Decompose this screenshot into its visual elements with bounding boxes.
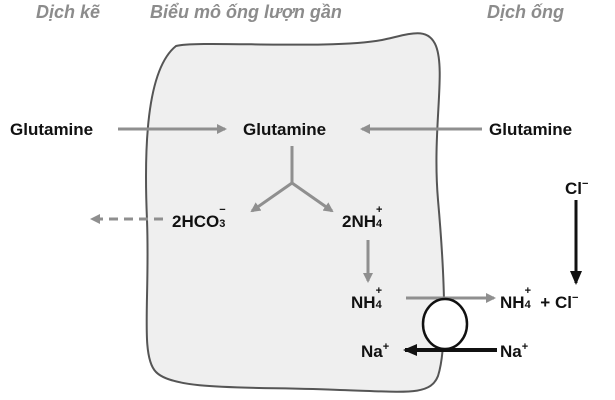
glutamine-interstitial-label: Glutamine (10, 120, 94, 139)
chloride-lumen-charge: − (571, 292, 579, 304)
header-tubular-fluid: Dịch ống (487, 2, 564, 22)
ammonium-2-charge: + (376, 204, 383, 216)
ammonium-cell-subscript: 4 (375, 299, 382, 311)
sodium-cell-label: Na+ (361, 341, 390, 361)
chloride-top-charge: − (582, 178, 589, 190)
plus-chloride-text: + Cl (540, 293, 572, 312)
ammonium-cell-charge: + (375, 285, 382, 297)
glutamine-lumen-label: Glutamine (489, 120, 573, 139)
bicarbonate-label: 2HCO−3 (172, 205, 228, 231)
sodium-lumen-charge: + (521, 341, 529, 353)
header-interstitial-fluid: Dịch kẽ (36, 2, 101, 22)
sodium-lumen-label: Na+ (500, 341, 529, 361)
ammonium-cell-label: NH+4 (351, 286, 385, 312)
bicarbonate-charge-stack: −3 (219, 205, 228, 230)
ammonium-2-text: 2NH (342, 212, 377, 231)
ammonium-lumen-charge-stack: +4 (524, 286, 534, 311)
bicarbonate-charge: − (219, 204, 226, 216)
sodium-cell-text: Na (361, 342, 383, 361)
header-proximal-tubule-epithelium: Biểu mô ống lượn gần (150, 2, 342, 22)
sodium-lumen-text: Na (500, 342, 522, 361)
chloride-top-text: Cl (565, 179, 582, 198)
ammonium-lumen-text: NH (500, 293, 525, 312)
ammonium-lumen-charge: + (524, 285, 531, 297)
ammonium-2-charge-stack: +4 (376, 205, 385, 230)
sodium-cell-charge: + (382, 341, 390, 353)
chloride-top-label: Cl− (565, 178, 589, 198)
ammonium-2-label: 2NH+4 (342, 205, 385, 231)
arrow-to-ammonium (291, 181, 334, 213)
bicarbonate-text: 2HCO (172, 212, 220, 231)
ammonium-cell-text: NH (351, 293, 376, 312)
glutamine-cell-label: Glutamine (243, 120, 327, 139)
bicarbonate-subscript: 3 (219, 218, 226, 230)
ammonium-lumen-label: NH+4 + Cl− (500, 286, 579, 312)
arrow-to-bicarbonate (250, 181, 293, 213)
ammonium-cell-charge-stack: +4 (375, 286, 385, 311)
ammonium-2-subscript: 4 (376, 218, 383, 230)
ammonium-lumen-subscript: 4 (524, 299, 531, 311)
epithelial-cell (144, 32, 446, 393)
antiporter-circle (421, 297, 469, 351)
